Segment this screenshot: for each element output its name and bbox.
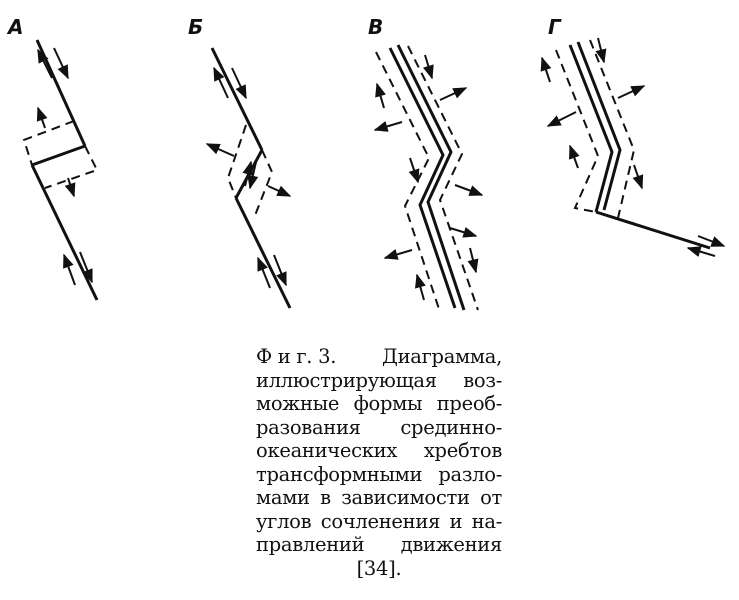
arrow-down (422, 54, 434, 80)
arrow-right (267, 185, 292, 197)
fault-upper (35, 39, 87, 147)
arrow-down (79, 251, 93, 284)
dashed-boundary-right (589, 39, 636, 219)
arrow-right (454, 184, 484, 196)
fault-lower (30, 164, 99, 301)
caption-line: углов сочленения и на- (256, 509, 502, 533)
arrow-up (37, 48, 53, 79)
panel-v-label: В (368, 15, 383, 39)
panel-a-label: А (6, 15, 23, 39)
arrow-down (467, 247, 479, 274)
arrow-right (617, 85, 646, 99)
arrow-up (63, 253, 76, 286)
panel-g: Г (540, 15, 726, 257)
figure-caption: Ф и г. 3. Диаграмма, иллюстрирующая воз-… (256, 345, 502, 580)
arrow-right (439, 87, 468, 101)
fault-upper (210, 47, 264, 151)
ridge-axis-left (388, 47, 457, 309)
caption-line: Ф и г. 3. Диаграмма, (256, 345, 502, 369)
transform-fault (31, 144, 86, 167)
arrow-up (36, 106, 48, 129)
caption-line: мами в зависимости от (256, 486, 502, 509)
ridge-axis-left (568, 44, 614, 213)
caption-line: трансформными разло- (256, 462, 502, 486)
arrow-up (415, 273, 426, 301)
fault-lower (234, 197, 292, 309)
arrow-up (540, 56, 552, 83)
figure-number: 3. (318, 345, 337, 368)
arrow-left (373, 121, 403, 132)
panel-v: В (368, 15, 484, 313)
caption-text: Диаграмма, (382, 345, 502, 368)
dashed-outline-upper (22, 120, 75, 166)
panel-b-label: Б (188, 15, 203, 39)
caption-line: иллюстрирующая воз- (256, 368, 502, 392)
dashed-boundary-left (375, 51, 441, 313)
arrow-right (697, 235, 726, 247)
panel-b: Б (188, 15, 292, 309)
transform-fault (595, 210, 711, 250)
dashed-boundary-right (407, 45, 479, 311)
dashed-boundary-left (555, 49, 600, 213)
arrow-down (231, 67, 247, 100)
arrow-up (242, 160, 254, 187)
arrow-down (408, 157, 420, 184)
panel-g-label: Г (548, 15, 562, 39)
arrow-up (375, 82, 386, 109)
arrow-down (53, 47, 69, 80)
panel-a: А (6, 15, 99, 301)
caption-line: разования срединно- (256, 415, 502, 439)
dashed-outline-left (226, 124, 247, 199)
arrow-down (273, 254, 287, 287)
arrow-left (383, 249, 413, 260)
arrow-down (247, 161, 259, 190)
arrow-down (595, 37, 607, 64)
arrow-left (686, 246, 716, 257)
figure-label: Ф и г. (256, 345, 313, 368)
dashed-outline-right (253, 149, 274, 219)
arrow-up (257, 256, 271, 289)
caption-line: океанических хребтов (256, 439, 502, 462)
arrow-right (449, 226, 478, 238)
caption-line: правлений движения (256, 533, 502, 556)
arrow-up (213, 66, 229, 99)
caption-line: можные формы преоб- (256, 392, 502, 415)
caption-reference: [34]. (356, 556, 402, 580)
arrow-left (205, 143, 235, 157)
arrow-left (546, 111, 577, 127)
arrow-down (64, 177, 76, 198)
dashed-outline-lower (44, 145, 99, 189)
figure-diagram: А Б В (6, 15, 726, 313)
arrow-up (569, 144, 580, 169)
arrow-down (632, 164, 644, 190)
ridge-axis-right (576, 41, 622, 211)
ridge-axis-right (396, 44, 466, 311)
